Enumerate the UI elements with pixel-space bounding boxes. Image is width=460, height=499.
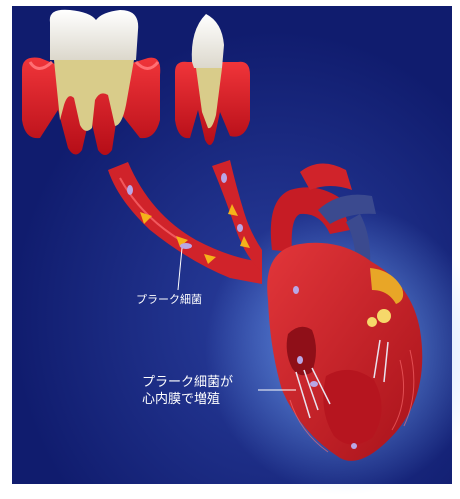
bacterium <box>297 356 303 364</box>
bacterium <box>310 381 318 387</box>
bacterium <box>293 286 299 294</box>
endocardium-label-line1: プラーク細菌が <box>142 374 233 391</box>
bacterium <box>237 224 243 232</box>
endocardium-label: プラーク細菌が 心内膜で増殖 <box>142 374 233 408</box>
bacterium <box>127 185 133 195</box>
bacterium <box>351 443 357 449</box>
plaque-bacteria-label: プラーク細菌 <box>136 292 202 307</box>
endocardium-label-line2: 心内膜で増殖 <box>142 391 233 408</box>
bacterium <box>221 173 227 183</box>
